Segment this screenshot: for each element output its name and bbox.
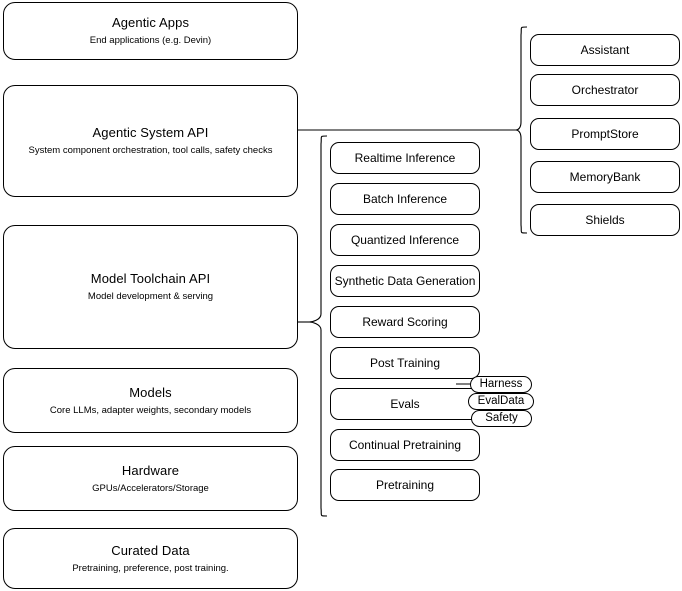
chip-label: Pretraining xyxy=(375,478,435,492)
chip-label: Synthetic Data Generation xyxy=(334,274,476,288)
chip-label: Continual Pretraining xyxy=(348,438,462,452)
pill-label: Harness xyxy=(479,378,523,390)
layer-box-model-toolchain-api[interactable]: Model Toolchain API Model development & … xyxy=(3,225,298,349)
evals-pill-evaldata[interactable]: EvalData xyxy=(468,393,534,410)
layer-title: Model Toolchain API xyxy=(90,271,211,286)
layer-box-curated-data[interactable]: Curated Data Pretraining, preference, po… xyxy=(3,528,298,589)
chip-label: Realtime Inference xyxy=(354,151,456,165)
chip-label: Orchestrator xyxy=(571,83,639,97)
toolchain-chip-post-training[interactable]: Post Training xyxy=(330,347,480,379)
toolchain-chip-realtime-inference[interactable]: Realtime Inference xyxy=(330,142,480,174)
toolchain-chip-reward-scoring[interactable]: Reward Scoring xyxy=(330,306,480,338)
evals-pill-safety[interactable]: Safety xyxy=(471,410,532,427)
layer-box-hardware[interactable]: Hardware GPUs/Accelerators/Storage xyxy=(3,446,298,511)
system-chip-memorybank[interactable]: MemoryBank xyxy=(530,161,680,193)
system-chip-assistant[interactable]: Assistant xyxy=(530,34,680,66)
system-chip-promptstore[interactable]: PromptStore xyxy=(530,118,680,150)
layer-box-models[interactable]: Models Core LLMs, adapter weights, secon… xyxy=(3,368,298,433)
chip-label: Reward Scoring xyxy=(362,315,448,329)
toolchain-chip-evals[interactable]: Evals xyxy=(330,388,480,420)
chip-label: Evals xyxy=(390,397,420,411)
layer-subtitle: System component orchestration, tool cal… xyxy=(28,145,273,156)
layer-title: Agentic Apps xyxy=(111,15,190,30)
layer-title: Agentic System API xyxy=(92,125,209,140)
system-chip-orchestrator[interactable]: Orchestrator xyxy=(530,74,680,106)
chip-label: MemoryBank xyxy=(569,170,641,184)
layer-title: Curated Data xyxy=(111,542,190,558)
chip-label: Post Training xyxy=(369,356,441,370)
layer-box-agentic-apps[interactable]: Agentic Apps End applications (e.g. Devi… xyxy=(3,2,298,60)
layer-title: Models xyxy=(129,384,172,400)
layer-subtitle: End applications (e.g. Devin) xyxy=(89,35,212,46)
model-toolchain-brace xyxy=(308,135,328,517)
pill-label: EvalData xyxy=(477,395,525,407)
toolchain-chip-batch-inference[interactable]: Batch Inference xyxy=(330,183,480,215)
toolchain-chip-quantized-inference[interactable]: Quantized Inference xyxy=(330,224,480,256)
pill-label: Safety xyxy=(485,412,518,424)
layer-subtitle: Pretraining, preference, post training. xyxy=(72,562,229,574)
layer-subtitle: Model development & serving xyxy=(87,291,214,302)
layer-title: Hardware xyxy=(121,462,180,478)
layer-subtitle: GPUs/Accelerators/Storage xyxy=(92,482,209,494)
chip-label: PromptStore xyxy=(571,127,639,141)
layer-box-agentic-system-api[interactable]: Agentic System API System component orch… xyxy=(3,85,298,197)
chip-label: Quantized Inference xyxy=(350,233,460,247)
evals-pill-harness[interactable]: Harness xyxy=(470,376,532,393)
toolchain-chip-pretraining[interactable]: Pretraining xyxy=(330,469,480,501)
layer-subtitle: Core LLMs, adapter weights, secondary mo… xyxy=(49,404,252,416)
system-chip-shields[interactable]: Shields xyxy=(530,204,680,236)
chip-label: Assistant xyxy=(580,43,630,57)
toolchain-chip-continual-pretraining[interactable]: Continual Pretraining xyxy=(330,429,480,461)
agentic-system-brace xyxy=(515,26,528,234)
chip-label: Batch Inference xyxy=(362,192,448,206)
chip-label: Shields xyxy=(585,213,625,227)
toolchain-chip-synthetic-data-generation[interactable]: Synthetic Data Generation xyxy=(330,265,480,297)
